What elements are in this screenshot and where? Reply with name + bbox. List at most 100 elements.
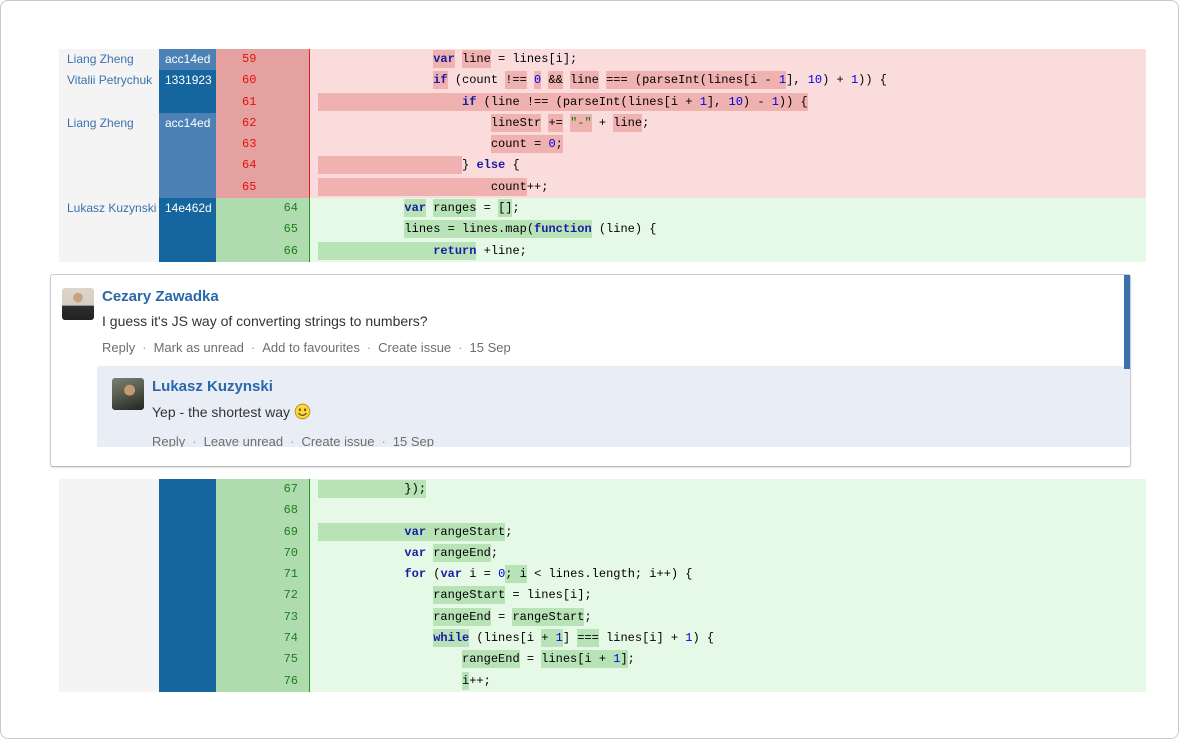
commit-hash: [159, 500, 216, 522]
comment-main: Cezary Zawadka I guess it's JS way of co…: [51, 275, 1130, 355]
diff-row: 68: [59, 500, 1146, 522]
code-line: lines = lines.map(function (line) {: [309, 219, 1146, 241]
code-line: count = 0;: [309, 134, 1146, 156]
comment-action-create-issue[interactable]: Create issue: [301, 433, 375, 447]
separator-dot: ·: [250, 339, 256, 355]
separator-dot: ·: [290, 433, 295, 447]
code-line: rangeEnd = lines[i + 1];: [309, 649, 1146, 671]
old-line-number[interactable]: 59: [216, 49, 309, 71]
author-name: [59, 176, 159, 199]
diff-row: 69 var rangeStart;: [59, 521, 1146, 543]
comment-action-reply[interactable]: Reply: [152, 433, 186, 447]
author-name[interactable]: Liang Zheng: [59, 112, 159, 135]
old-line-number[interactable]: 64: [216, 155, 309, 177]
author-name[interactable]: Vitalii Petrychuk: [59, 70, 159, 92]
diff-row: 76 i++;: [59, 670, 1146, 692]
diff-row: 73 rangeEnd = rangeStart;: [59, 606, 1146, 629]
code-line: [309, 500, 1146, 522]
new-line-number[interactable]: 73: [216, 606, 309, 629]
commit-hash: [159, 479, 216, 501]
commit-hash: [159, 649, 216, 671]
separator-dot: ·: [366, 339, 372, 355]
code-line: if (count !== 0 && line === (parseInt(li…: [309, 70, 1146, 92]
comment-date: 15 Sep: [469, 339, 511, 355]
commit-hash: [159, 670, 216, 692]
commit-hash: [159, 542, 216, 565]
author-name[interactable]: Lukasz Kuzynski: [59, 198, 159, 220]
commit-hash[interactable]: 1331923: [159, 70, 216, 92]
code-line: return +line;: [309, 240, 1146, 262]
comment-action-leave-unread[interactable]: Leave unread: [203, 433, 284, 447]
author-name: [59, 585, 159, 607]
commit-hash[interactable]: acc14ed: [159, 49, 216, 71]
comment-thread-card: Cezary Zawadka I guess it's JS way of co…: [50, 274, 1131, 467]
comment-action-reply[interactable]: Reply: [102, 339, 136, 355]
commit-hash: [159, 564, 216, 586]
diff-row: 67 });: [59, 479, 1146, 501]
code-line: count++;: [309, 176, 1146, 199]
new-line-number[interactable]: 71: [216, 564, 309, 586]
author-name: [59, 91, 159, 113]
new-line-number[interactable]: 69: [216, 521, 309, 543]
old-line-number[interactable]: 65: [216, 176, 309, 199]
code-line: for (var i = 0; i < lines.length; i++) {: [309, 564, 1146, 586]
author-name[interactable]: Liang Zheng: [59, 49, 159, 71]
code-line: var line = lines[i];: [309, 49, 1146, 71]
author-name: [59, 479, 159, 501]
diff-row: 66 return +line;: [59, 240, 1146, 262]
old-line-number[interactable]: 63: [216, 134, 309, 156]
author-name: [59, 521, 159, 543]
avatar: [112, 377, 144, 410]
comment-body: I guess it's JS way of converting string…: [102, 312, 428, 329]
avatar: [62, 288, 94, 320]
commit-hash: [159, 219, 216, 241]
code-line: if (line !== (parseInt(lines[i + 1], 10)…: [309, 91, 1146, 113]
new-line-number[interactable]: 72: [216, 585, 309, 607]
new-line-number[interactable]: 64: [216, 198, 309, 220]
comment-reply-box: Lukasz Kuzynski Yep - the shortest way R…: [97, 365, 1130, 447]
diff-row: 61 if (line !== (parseInt(lines[i + 1], …: [59, 91, 1146, 113]
old-line-number[interactable]: 61: [216, 91, 309, 113]
comment-action-mark-as-unread[interactable]: Mark as unread: [153, 339, 244, 355]
commit-hash: [159, 606, 216, 629]
commit-hash[interactable]: acc14ed: [159, 112, 216, 135]
commit-hash[interactable]: 14e462d: [159, 198, 216, 220]
comment-actions: Reply·Leave unread·Create issue·15 Sep: [152, 434, 1116, 447]
comment-author[interactable]: Lukasz Kuzynski: [152, 377, 273, 395]
comment-author[interactable]: Cezary Zawadka: [102, 288, 219, 305]
diff-row: 72 rangeStart = lines[i];: [59, 585, 1146, 607]
new-line-number[interactable]: 70: [216, 542, 309, 565]
new-line-number[interactable]: 65: [216, 219, 309, 241]
new-line-number[interactable]: 66: [216, 240, 309, 262]
separator-dot: ·: [142, 339, 147, 355]
diff-row: 64 } else {: [59, 155, 1146, 177]
commit-hash: [159, 176, 216, 199]
new-line-number[interactable]: 67: [216, 479, 309, 501]
code-line: rangeEnd = rangeStart;: [309, 606, 1146, 629]
unread-indicator-bar: [1124, 275, 1130, 369]
diff-row: 70 var rangeEnd;: [59, 542, 1146, 565]
author-name: [59, 219, 159, 241]
author-name: [59, 500, 159, 522]
diff-row: 75 rangeEnd = lines[i + 1];: [59, 649, 1146, 671]
comment-action-add-to-favourites[interactable]: Add to favourites: [262, 339, 360, 355]
new-line-number[interactable]: 68: [216, 500, 309, 522]
author-name: [59, 606, 159, 629]
old-line-number[interactable]: 62: [216, 112, 309, 135]
diff-row: 63 count = 0;: [59, 134, 1146, 156]
comment-action-create-issue[interactable]: Create issue: [378, 339, 452, 355]
commit-hash: [159, 134, 216, 156]
code-line: rangeStart = lines[i];: [309, 585, 1146, 607]
new-line-number[interactable]: 74: [216, 628, 309, 650]
old-line-number[interactable]: 60: [216, 70, 309, 92]
author-name: [59, 670, 159, 692]
new-line-number[interactable]: 75: [216, 649, 309, 671]
new-line-number[interactable]: 76: [216, 670, 309, 692]
